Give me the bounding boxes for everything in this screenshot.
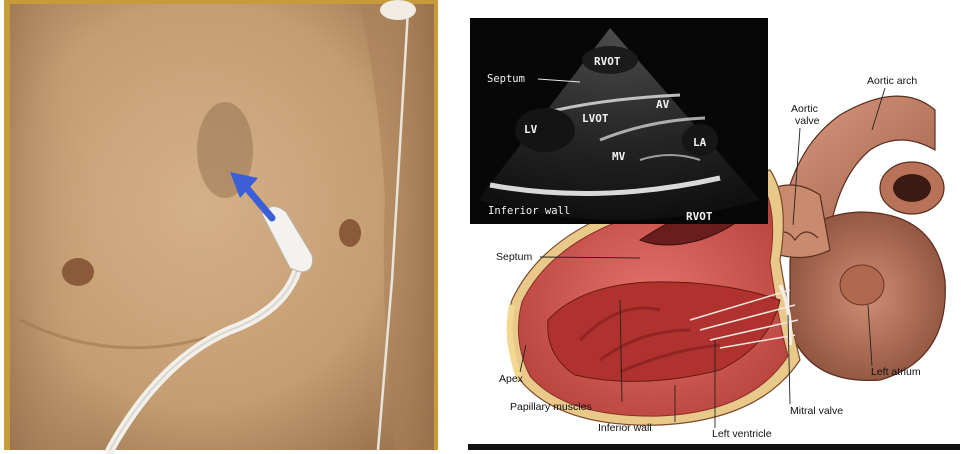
us-mv-label: MV	[612, 150, 626, 163]
right-nipple	[339, 219, 361, 247]
us-inferior-wall-label: Inferior wall	[488, 205, 570, 217]
pulmonary-vein-ostium	[840, 265, 884, 305]
torso-shading	[10, 4, 434, 450]
ecg-electrode	[380, 0, 416, 20]
us-septum-label: Septum	[487, 73, 525, 85]
bottom-strip	[468, 444, 960, 450]
label-rvot: RVOT	[686, 210, 713, 223]
us-av-label: AV	[656, 98, 670, 111]
label-aortic-valve-line1: Aortic	[791, 103, 818, 115]
label-inferior-wall: Inferior wall	[598, 422, 652, 434]
label-septum: Septum	[496, 251, 532, 263]
label-aortic-valve-line2: valve	[795, 115, 820, 127]
us-lvot-label: LVOT	[582, 112, 609, 125]
label-aortic-arch: Aortic arch	[867, 75, 917, 87]
left-nipple	[62, 258, 94, 286]
chest-photo	[4, 0, 438, 450]
label-papillary-muscles: Papillary muscles	[510, 401, 592, 413]
label-apex: Apex	[499, 373, 524, 385]
ultrasound-image: Septum RVOT LV LVOT AV LA MV Inferior wa…	[470, 18, 768, 224]
us-la-label: LA	[693, 136, 707, 149]
label-left-atrium: Left atrium	[871, 366, 921, 378]
label-mitral-valve: Mitral valve	[790, 405, 843, 417]
us-lv-label: LV	[524, 123, 538, 136]
us-rvot-label: RVOT	[594, 55, 621, 68]
descending-aorta-lumen	[893, 174, 931, 202]
label-left-ventricle: Left ventricle	[712, 428, 772, 440]
